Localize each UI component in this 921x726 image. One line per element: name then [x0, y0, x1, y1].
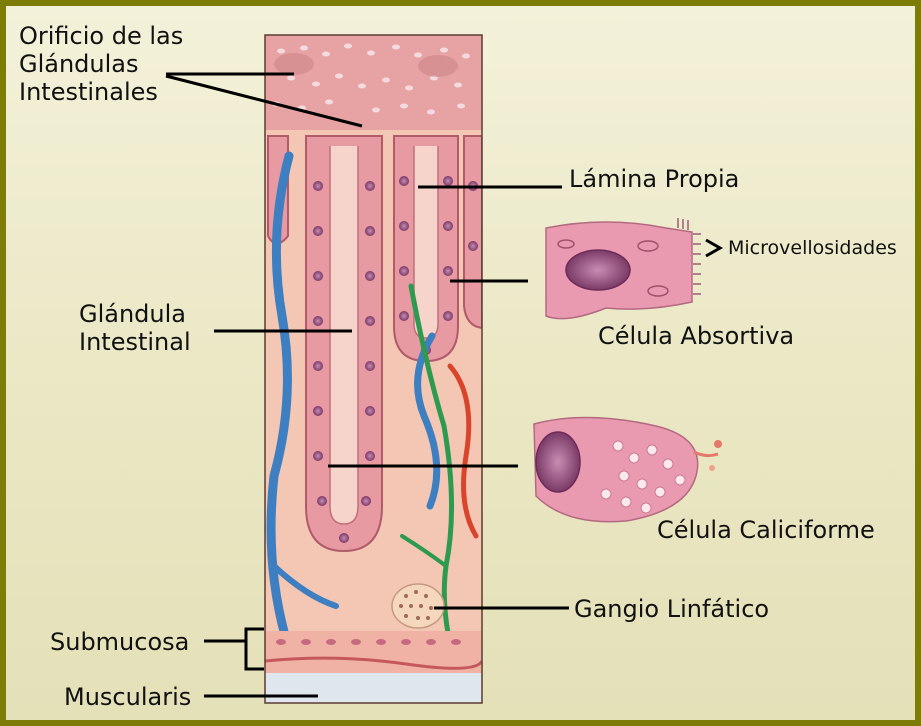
muscularis-layer [265, 673, 482, 703]
intestinal-glands [267, 135, 482, 553]
submucosa-layer [265, 631, 482, 673]
label-lamina-propia: Lámina Propia [569, 165, 740, 193]
label-celula-caliciforme: Célula Caliciforme [657, 516, 875, 544]
mucosa-column [265, 35, 482, 703]
label-ganglio-linfatico: Gangio Linfático [574, 595, 770, 623]
intestine-illustration [165, 34, 724, 704]
leader-lines [165, 72, 724, 698]
label-microvellosidades: Microvellosidades [728, 237, 897, 259]
label-orificio: Orificio de las Glándulas Intestinales [19, 22, 184, 106]
label-submucosa: Submucosa [50, 628, 190, 656]
blood-vessels [266, 151, 479, 703]
microvilli-bracket [705, 238, 724, 258]
label-glandula-intestinal: Glándula Intestinal [79, 300, 191, 356]
label-celula-absortiva: Célula Absortiva [598, 322, 795, 350]
leader-orificio-2 [165, 74, 363, 128]
submucosa-bracket [244, 627, 264, 671]
label-muscularis: Muscularis [64, 683, 192, 711]
absorptive-cell [545, 218, 701, 320]
goblet-cell [533, 416, 722, 523]
surface-epithelium [265, 35, 482, 130]
